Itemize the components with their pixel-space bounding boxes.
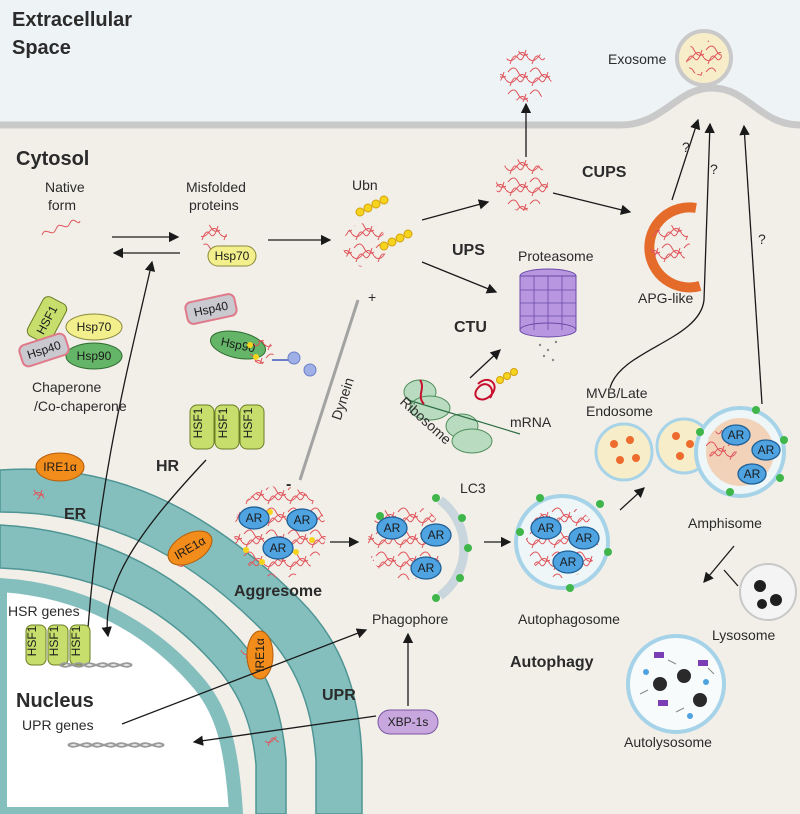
mvb-endosome: MVB/Late Endosome xyxy=(586,385,713,482)
upr-label: UPR xyxy=(322,687,356,704)
hr-label: HR xyxy=(156,458,180,475)
extracellular-bg xyxy=(0,0,800,125)
misfolded-label-1: Misfolded xyxy=(186,179,246,195)
xbp1s-label: XBP-1s xyxy=(388,715,429,729)
hsf1-nuc-2: HSF1 xyxy=(47,625,61,656)
extracellular-title-2: Space xyxy=(12,37,71,59)
plasma-membrane xyxy=(0,84,800,129)
proteasome-label: Proteasome xyxy=(518,248,594,264)
ubiquitinated-protein: Ubn xyxy=(343,177,413,267)
upr-genes-label: UPR genes xyxy=(22,717,94,733)
autophagosome: AR AR AR Autophagosome xyxy=(514,494,620,627)
chaperone-label-2: /Co-chaperone xyxy=(34,398,127,414)
amphisome: AR AR AR Amphisome xyxy=(688,406,788,531)
exosome: Exosome xyxy=(608,29,733,87)
hsf1-trimer-2: HSF1 xyxy=(216,407,230,438)
mvb-label-2: Endosome xyxy=(586,403,653,419)
ire1a-label-1: IRE1α xyxy=(43,460,77,474)
lc3-label: LC3 xyxy=(460,480,486,496)
apg-like: APG-like xyxy=(638,202,702,306)
er-title: ER xyxy=(64,506,87,523)
hsf1-nuc-1: HSF1 xyxy=(25,625,39,656)
nucleus-title: Nucleus xyxy=(16,690,94,712)
ar-pha-1: AR xyxy=(384,521,401,535)
autophagosome-label: Autophagosome xyxy=(518,611,620,627)
nucleus-contents: HSR genes HSF1 HSF1 HSF1 UPR genes xyxy=(8,603,165,748)
hsr-genes-label: HSR genes xyxy=(8,603,80,619)
ctu-label: CTU xyxy=(454,319,487,336)
ire1a-label-3: IRE1α xyxy=(253,638,267,672)
native-label-2: form xyxy=(48,197,76,213)
native-form: Native form xyxy=(41,179,85,236)
ar-agg-1: AR xyxy=(246,511,263,525)
chaperone-label-1: Chaperone xyxy=(32,379,101,395)
hsf1-trimer-3: HSF1 xyxy=(241,407,255,438)
question-1: ? xyxy=(682,139,690,155)
exosome-label: Exosome xyxy=(608,51,667,67)
misfolded-label-2: proteins xyxy=(189,197,239,213)
ar-pha-3: AR xyxy=(418,561,435,575)
cups-aggregate xyxy=(496,50,552,211)
ar-pha-2: AR xyxy=(428,528,445,542)
ar-amp-2: AR xyxy=(758,443,775,457)
chaperone-complex: HSF1 Hsp70 Hsp90 Hsp40 Chaperone /Co-cha… xyxy=(18,296,127,414)
question-3: ? xyxy=(758,231,766,247)
autophagy-label: Autophagy xyxy=(510,654,594,671)
question-2: ? xyxy=(710,161,718,177)
amphisome-label: Amphisome xyxy=(688,515,762,531)
ar-aut-1: AR xyxy=(538,521,555,535)
ar-amp-1: AR xyxy=(728,428,745,442)
mvb-label-1: MVB/Late xyxy=(586,385,648,401)
plus-sign: + xyxy=(368,289,376,305)
hsf1-trimer: HSF1 HSF1 HSF1 xyxy=(189,404,265,450)
hsp70-label-misfolded: Hsp70 xyxy=(215,249,250,263)
ar-aut-3: AR xyxy=(560,555,577,569)
hsf1-trimer-1: HSF1 xyxy=(191,407,205,438)
aggresome: AR AR AR Aggresome xyxy=(234,486,326,600)
ar-aut-2: AR xyxy=(576,531,593,545)
apg-label: APG-like xyxy=(638,290,693,306)
lysosome-label: Lysosome xyxy=(712,627,776,643)
hsp70-label-complex: Hsp70 xyxy=(77,320,112,334)
extracellular-title-1: Extracellular xyxy=(12,9,132,31)
native-label-1: Native xyxy=(45,179,85,195)
ar-agg-2: AR xyxy=(294,513,311,527)
hsp90-label-complex: Hsp90 xyxy=(77,349,112,363)
cytosol-title: Cytosol xyxy=(16,148,89,170)
aggresome-label: Aggresome xyxy=(234,583,322,600)
ups-label: UPS xyxy=(452,242,485,259)
ar-amp-3: AR xyxy=(744,467,761,481)
cups-label: CUPS xyxy=(582,164,627,181)
hsf1-nuc-3: HSF1 xyxy=(69,625,83,656)
autolysosome-label: Autolysosome xyxy=(624,734,712,750)
phagophore: AR AR AR LC3 Phagophore xyxy=(368,480,486,627)
autolysosome: Autolysosome xyxy=(624,634,726,750)
ubn-label: Ubn xyxy=(352,177,378,193)
proteasome: Proteasome xyxy=(518,248,594,362)
mrna-label: mRNA xyxy=(510,414,552,430)
phagophore-label: Phagophore xyxy=(372,611,449,627)
ar-agg-3: AR xyxy=(270,541,287,555)
misfolded-proteins: Misfolded proteins Hsp70 xyxy=(186,179,257,267)
minus-sign: - xyxy=(286,476,291,493)
lysosome: Lysosome xyxy=(712,563,797,643)
xbp1s: XBP-1s xyxy=(377,709,439,735)
ire1a-group: IRE1α IRE1α IRE1α xyxy=(35,452,274,680)
